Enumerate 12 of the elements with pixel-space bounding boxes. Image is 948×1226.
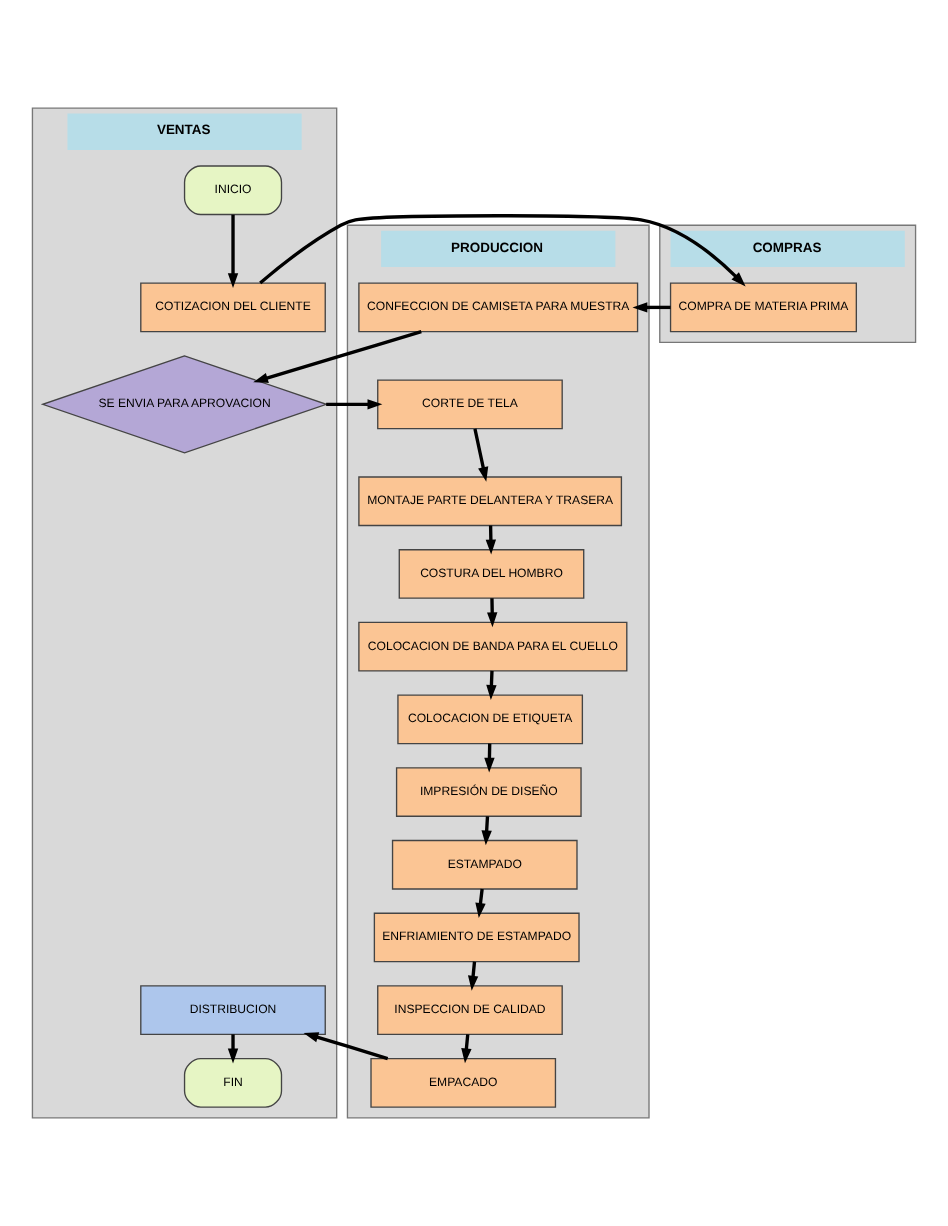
arrow bbox=[326, 399, 383, 410]
arrow bbox=[259, 214, 746, 287]
arrow bbox=[487, 598, 498, 628]
arrow bbox=[475, 888, 486, 918]
arrow bbox=[227, 1034, 239, 1064]
arrow bbox=[303, 1032, 389, 1061]
arrow bbox=[632, 302, 671, 313]
arrow bbox=[473, 428, 489, 482]
arrow bbox=[253, 330, 422, 383]
arrow bbox=[227, 214, 239, 289]
arrow bbox=[481, 816, 492, 846]
arrow bbox=[461, 1034, 472, 1064]
